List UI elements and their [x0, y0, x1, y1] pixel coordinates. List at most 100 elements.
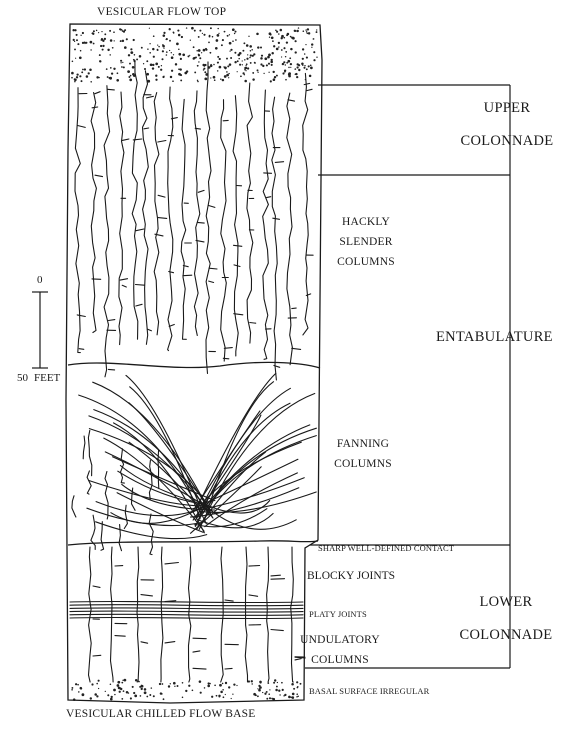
- vesicle-dot: [144, 68, 146, 70]
- vesicle-dot: [119, 28, 121, 30]
- vesicle-dot: [178, 53, 181, 56]
- vesicle-dot: [266, 698, 268, 700]
- vesicle-dot: [84, 68, 86, 70]
- vesicle-dot: [158, 66, 160, 68]
- vesicle-dot: [278, 690, 280, 692]
- vesicle-dot: [157, 49, 158, 50]
- vesicle-dot: [276, 48, 279, 51]
- cross-joint: [108, 369, 114, 370]
- vesicle-dot: [273, 45, 275, 47]
- vesicle-dot: [168, 685, 170, 687]
- vesicle-dot: [249, 45, 252, 48]
- vesicle-dot: [161, 65, 162, 66]
- vesicle-dot: [203, 34, 205, 36]
- vesicle-dot: [204, 65, 205, 66]
- vesicle-dot: [203, 69, 205, 71]
- vesicle-dot: [133, 39, 135, 41]
- vesicle-dot: [109, 54, 111, 56]
- vesicle-dot: [119, 691, 121, 693]
- vesicle-dot: [250, 54, 252, 56]
- vesicle-dot: [274, 679, 276, 681]
- vesicle-dot: [166, 54, 168, 56]
- vesicle-dot: [230, 57, 232, 59]
- vesicle-dot: [76, 76, 78, 78]
- cross-joint: [92, 107, 98, 108]
- vesicle-dot: [283, 61, 285, 63]
- vesicle-dot: [171, 52, 172, 53]
- vesicle-dot: [128, 76, 130, 78]
- vesicle-dot: [166, 38, 168, 40]
- vesicle-dot: [307, 33, 309, 35]
- hackly-fracture: [104, 86, 110, 377]
- vesicle-dot: [316, 29, 317, 30]
- vesicle-dot: [267, 56, 270, 59]
- vesicle-dot: [132, 686, 134, 688]
- vesicle-dot: [226, 71, 228, 73]
- vesicle-dot: [149, 43, 150, 44]
- upper-colonnade-label: UPPER COLONNADE: [442, 92, 572, 158]
- column-joints: [70, 60, 316, 682]
- vesicle-dot: [310, 64, 312, 66]
- vesicle-dot: [133, 692, 135, 694]
- vesicle-dot: [245, 70, 246, 71]
- cross-joint: [292, 308, 296, 309]
- vesicle-dot: [269, 697, 271, 699]
- vesicle-dot: [278, 33, 280, 35]
- vesicle-dot: [273, 682, 275, 684]
- vesicle-dot: [141, 688, 143, 690]
- vesicle-dot: [226, 74, 229, 77]
- vesicle-dot: [239, 64, 241, 66]
- vesicle-dot: [182, 697, 184, 699]
- vesicle-dot: [112, 47, 114, 49]
- vesicle-dot: [266, 691, 268, 693]
- vesicle-dot: [282, 72, 284, 74]
- cross-joint: [224, 348, 232, 349]
- vesicle-dot: [198, 49, 201, 52]
- vesicle-dot: [295, 51, 297, 53]
- vesicle-dot: [297, 30, 299, 32]
- vesicle-dot: [223, 696, 225, 698]
- vesicle-dot: [105, 691, 106, 692]
- vesicle-dot: [262, 692, 263, 693]
- vesicle-dot: [204, 78, 207, 81]
- hackly-fracture: [287, 93, 293, 365]
- vesicle-dot: [276, 686, 278, 688]
- cross-joint: [78, 126, 86, 128]
- platy-joint: [70, 605, 303, 606]
- vesicle-dot: [260, 682, 262, 684]
- vesicle-dot: [120, 62, 121, 63]
- vesicle-dot: [96, 76, 98, 78]
- vesicle-dot: [306, 57, 308, 59]
- cross-joint: [307, 89, 312, 90]
- vesicle-dot: [257, 695, 259, 697]
- vesicle-dot: [169, 50, 170, 51]
- vesicle-dot: [240, 76, 242, 78]
- vesicle-dot: [247, 67, 249, 69]
- vesicle-dot: [222, 683, 224, 685]
- zone-brackets: [32, 85, 510, 668]
- vesicle-dot: [294, 30, 296, 32]
- vesicle-dot: [214, 684, 216, 686]
- vesicle-dot: [251, 680, 253, 682]
- vesicle-dot: [74, 48, 76, 50]
- vesicle-dot: [107, 49, 109, 51]
- vesicle-dot: [109, 30, 111, 32]
- vesicle-dot: [114, 40, 115, 41]
- blocky-joint: [193, 638, 206, 639]
- vesicle-dot: [302, 48, 304, 50]
- vesicle-dot: [146, 60, 148, 62]
- vesicle-dot: [162, 76, 164, 78]
- vesicle-dot: [98, 688, 99, 689]
- vesicle-dot: [250, 62, 252, 64]
- vesicle-dot: [232, 40, 234, 42]
- vesicle-dot: [173, 682, 176, 685]
- hackly-fracture: [154, 93, 159, 335]
- vesicle-dot: [106, 68, 108, 70]
- vesicle-dot: [313, 38, 315, 40]
- scale-fifty-label: 50: [17, 372, 28, 384]
- vesicle-dot: [243, 42, 245, 44]
- vesicle-dot: [144, 691, 147, 694]
- vesicle-dot: [79, 56, 82, 59]
- vesicle-dot: [221, 44, 223, 46]
- vesicle-dot: [107, 76, 109, 78]
